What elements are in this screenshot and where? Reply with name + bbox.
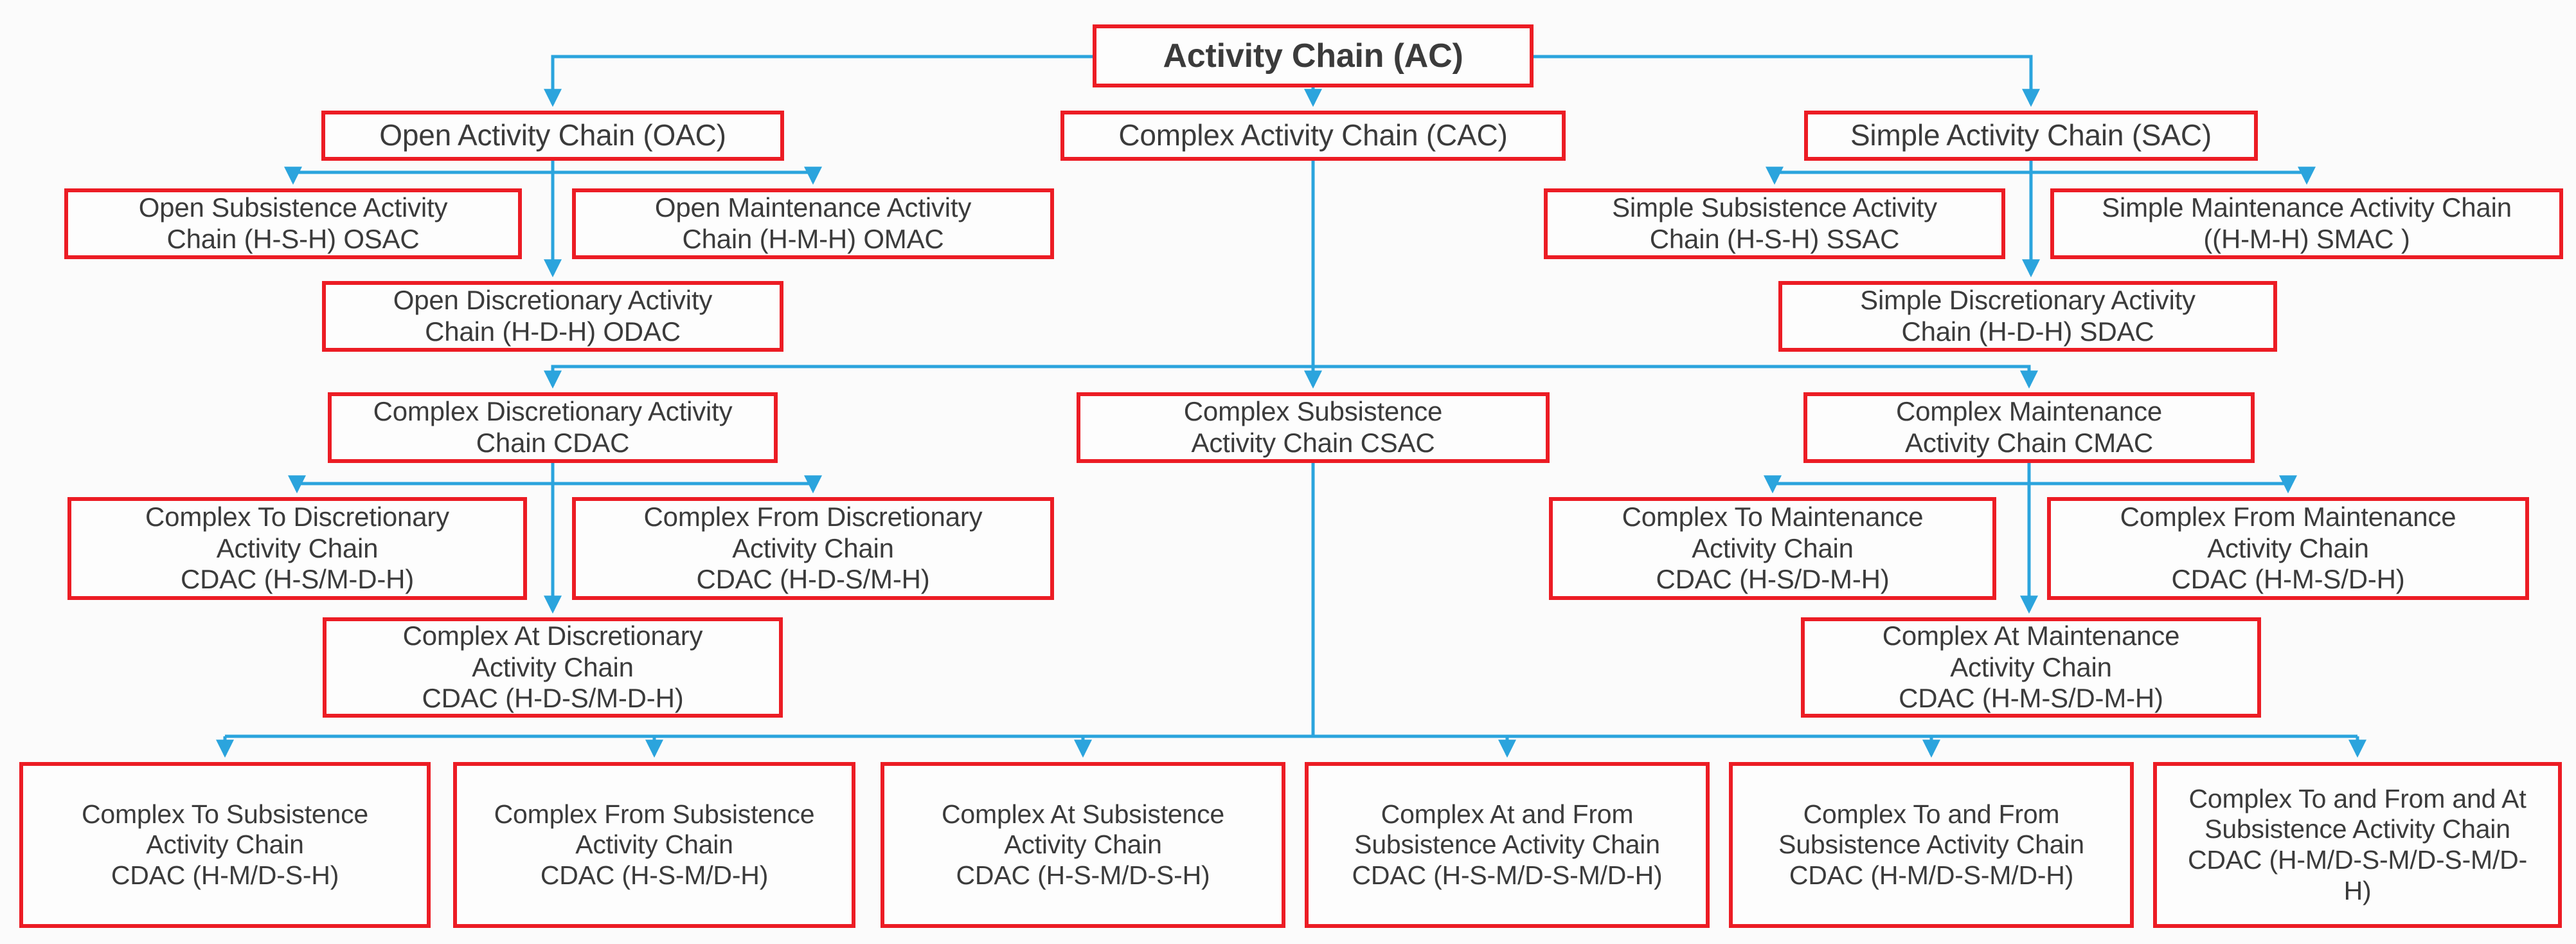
node-title: Complex From Discretionary Activity Chai… [643,501,983,563]
node-title: Complex At Maintenance Activity Chain [1882,620,2180,682]
node-title: Complex From Maintenance Activity Chain [2120,501,2456,563]
node-title: Activity Chain (AC) [1163,37,1463,75]
node-open-activity-chain: Open Activity Chain (OAC) [321,111,784,161]
node-title: Simple Subsistence Activity Chain (H-S-H… [1612,192,1937,254]
node-open-discretionary-activity-chain: Open Discretionary Activity Chain (H-D-H… [322,281,783,352]
node-complex-at-and-from-subsistence-ac: Complex At and From Subsistence Activity… [1305,762,1710,928]
node-complex-to-discretionary-ac: Complex To Discretionary Activity Chain … [67,497,527,600]
node-complex-activity-chain: Complex Activity Chain (CAC) [1060,111,1566,161]
node-code: CDAC (H-M/D-S-M/D-S-M/D-H) [2187,845,2528,905]
node-activity-chain: Activity Chain (AC) [1093,24,1534,87]
node-open-subsistence-activity-chain: Open Subsistence Activity Chain (H-S-H) … [64,188,522,259]
node-title: Simple Maintenance Activity Chain ((H-M-… [2102,192,2512,254]
node-code: CDAC (H-D-S/M-H) [696,564,930,595]
node-title: Complex To and From and At Subsistence A… [2188,783,2527,844]
node-title: Complex To Maintenance Activity Chain [1622,501,1924,563]
node-simple-activity-chain: Simple Activity Chain (SAC) [1804,111,2258,161]
node-complex-subsistence-activity-chain: Complex Subsistence Activity Chain CSAC [1077,392,1550,463]
node-complex-at-subsistence-ac: Complex At Subsistence Activity Chain CD… [881,762,1285,928]
node-simple-subsistence-activity-chain: Simple Subsistence Activity Chain (H-S-H… [1544,188,2005,259]
node-title: Open Subsistence Activity Chain (H-S-H) … [138,192,448,254]
node-title: Complex To Discretionary Activity Chain [145,501,449,563]
node-complex-at-maintenance-ac: Complex At Maintenance Activity Chain CD… [1801,617,2261,718]
node-simple-maintenance-activity-chain: Simple Maintenance Activity Chain ((H-M-… [2050,188,2563,259]
node-simple-discretionary-activity-chain: Simple Discretionary Activity Chain (H-D… [1778,281,2277,352]
node-complex-at-discretionary-ac: Complex At Discretionary Activity Chain … [323,617,783,718]
node-title: Complex At and From Subsistence Activity… [1354,799,1660,860]
node-code: CDAC (H-D-S/M-D-H) [422,683,684,714]
node-code: CDAC (H-M-S/D-H) [2171,564,2405,595]
node-title: Complex Maintenance Activity Chain CMAC [1895,396,2163,458]
node-title: Complex At Discretionary Activity Chain [402,620,703,682]
node-title: Complex At Subsistence Activity Chain [942,799,1224,860]
node-title: Complex To and From Subsistence Activity… [1778,799,2084,860]
node-complex-from-maintenance-ac: Complex From Maintenance Activity Chain … [2047,497,2529,600]
node-code: CDAC (H-S-M/D-H) [540,860,769,890]
node-complex-discretionary-activity-chain: Complex Discretionary Activity Chain CDA… [328,392,778,463]
node-title: Simple Activity Chain (SAC) [1850,118,2212,152]
node-complex-to-and-from-and-at-subsistence-ac: Complex To and From and At Subsistence A… [2153,762,2562,928]
node-code: CDAC (H-M/D-S-M/D-H) [1789,860,2074,890]
node-title: Open Maintenance Activity Chain (H-M-H) … [654,192,972,254]
node-title: Open Discretionary Activity Chain (H-D-H… [393,285,713,347]
node-code: CDAC (H-S/M-D-H) [180,564,415,595]
node-title: Open Activity Chain (OAC) [379,118,726,152]
node-code: CDAC (H-M/D-S-H) [111,860,339,890]
node-code: CDAC (H-S-M/D-S-H) [956,860,1210,890]
node-complex-to-and-from-subsistence-ac: Complex To and From Subsistence Activity… [1729,762,2134,928]
node-open-maintenance-activity-chain: Open Maintenance Activity Chain (H-M-H) … [572,188,1054,259]
node-complex-to-subsistence-ac: Complex To Subsistence Activity Chain CD… [19,762,431,928]
node-code: CDAC (H-M-S/D-M-H) [1899,683,2163,714]
node-title: Complex Discretionary Activity Chain CDA… [373,396,733,458]
node-title: Complex From Subsistence Activity Chain [494,799,815,860]
node-complex-to-maintenance-ac: Complex To Maintenance Activity Chain CD… [1549,497,1996,600]
node-title: Simple Discretionary Activity Chain (H-D… [1860,285,2196,347]
node-complex-from-discretionary-ac: Complex From Discretionary Activity Chai… [572,497,1054,600]
node-title: Complex Activity Chain (CAC) [1118,118,1508,152]
node-complex-from-subsistence-ac: Complex From Subsistence Activity Chain … [453,762,855,928]
node-code: CDAC (H-S-M/D-S-M/D-H) [1352,860,1663,890]
node-complex-maintenance-activity-chain: Complex Maintenance Activity Chain CMAC [1803,392,2255,463]
node-title: Complex To Subsistence Activity Chain [81,799,369,860]
node-title: Complex Subsistence Activity Chain CSAC [1183,396,1443,458]
node-code: CDAC (H-S/D-M-H) [1656,564,1890,595]
